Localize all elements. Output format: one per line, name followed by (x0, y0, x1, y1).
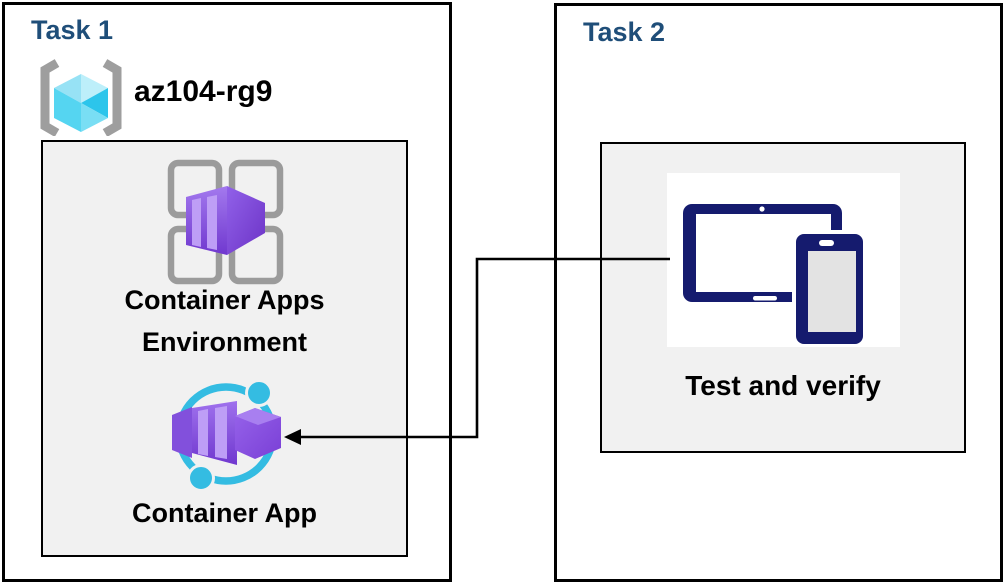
resource-group-name: az104-rg9 (134, 75, 273, 108)
resource-group-icon (40, 59, 122, 136)
task2-title: Task 2 (583, 17, 666, 47)
container-app-label: Container App (132, 498, 317, 528)
environment-label-line1: Container Apps (124, 285, 325, 315)
environment-label: Container Apps Environment (41, 279, 408, 363)
container-apps-environment-icon (167, 159, 284, 285)
test-verify-label: Test and verify (685, 370, 881, 401)
container-app-icon (172, 379, 281, 492)
task1-title: Task 1 (31, 15, 114, 45)
environment-label-line2: Environment (141, 327, 308, 357)
tablet-phone-icon (667, 173, 900, 347)
